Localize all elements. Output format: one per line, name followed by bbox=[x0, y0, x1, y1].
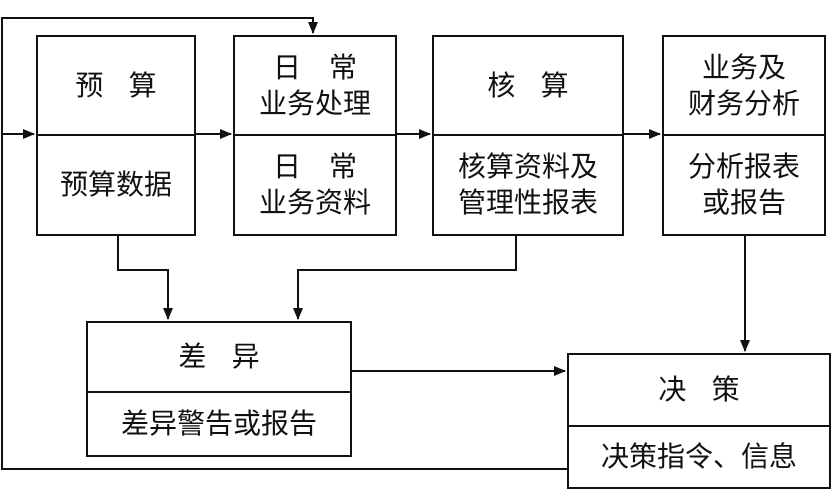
analysis-content: 分析报表 或报告 bbox=[687, 150, 800, 219]
feedback-line-decision-to-budget bbox=[1, 129, 567, 470]
daily-operations-title: 日 常 业务处理 bbox=[235, 37, 395, 136]
arrow-account-to-variance bbox=[293, 236, 517, 320]
budget-content: 预算数据 bbox=[59, 168, 172, 201]
analysis-title: 业务及 财务分析 bbox=[664, 37, 824, 136]
decision-title: 决策 bbox=[569, 355, 829, 427]
feedback-line-to-daily-top bbox=[1, 17, 318, 134]
arrow-budget-to-variance bbox=[117, 236, 173, 320]
accounting-content: 核算资料及 管理性报表 bbox=[457, 150, 598, 219]
daily-operations-content: 日 常 业务资料 bbox=[258, 150, 371, 219]
variance-title: 差异 bbox=[88, 323, 350, 393]
daily-operations-box: 日 常 业务处理 日 常 业务资料 bbox=[233, 35, 397, 236]
accounting-box: 核算 核算资料及 管理性报表 bbox=[432, 35, 624, 236]
decision-box: 决策 决策指令、信息 bbox=[567, 353, 831, 489]
decision-content: 决策指令、信息 bbox=[600, 440, 797, 473]
analysis-box: 业务及 财务分析 分析报表 或报告 bbox=[662, 35, 826, 236]
variance-box: 差异 差异警告或报告 bbox=[86, 321, 352, 457]
variance-content: 差异警告或报告 bbox=[120, 407, 317, 440]
budget-title: 预算 bbox=[38, 37, 194, 136]
accounting-title: 核算 bbox=[434, 37, 622, 136]
budget-box: 预算 预算数据 bbox=[36, 35, 196, 236]
